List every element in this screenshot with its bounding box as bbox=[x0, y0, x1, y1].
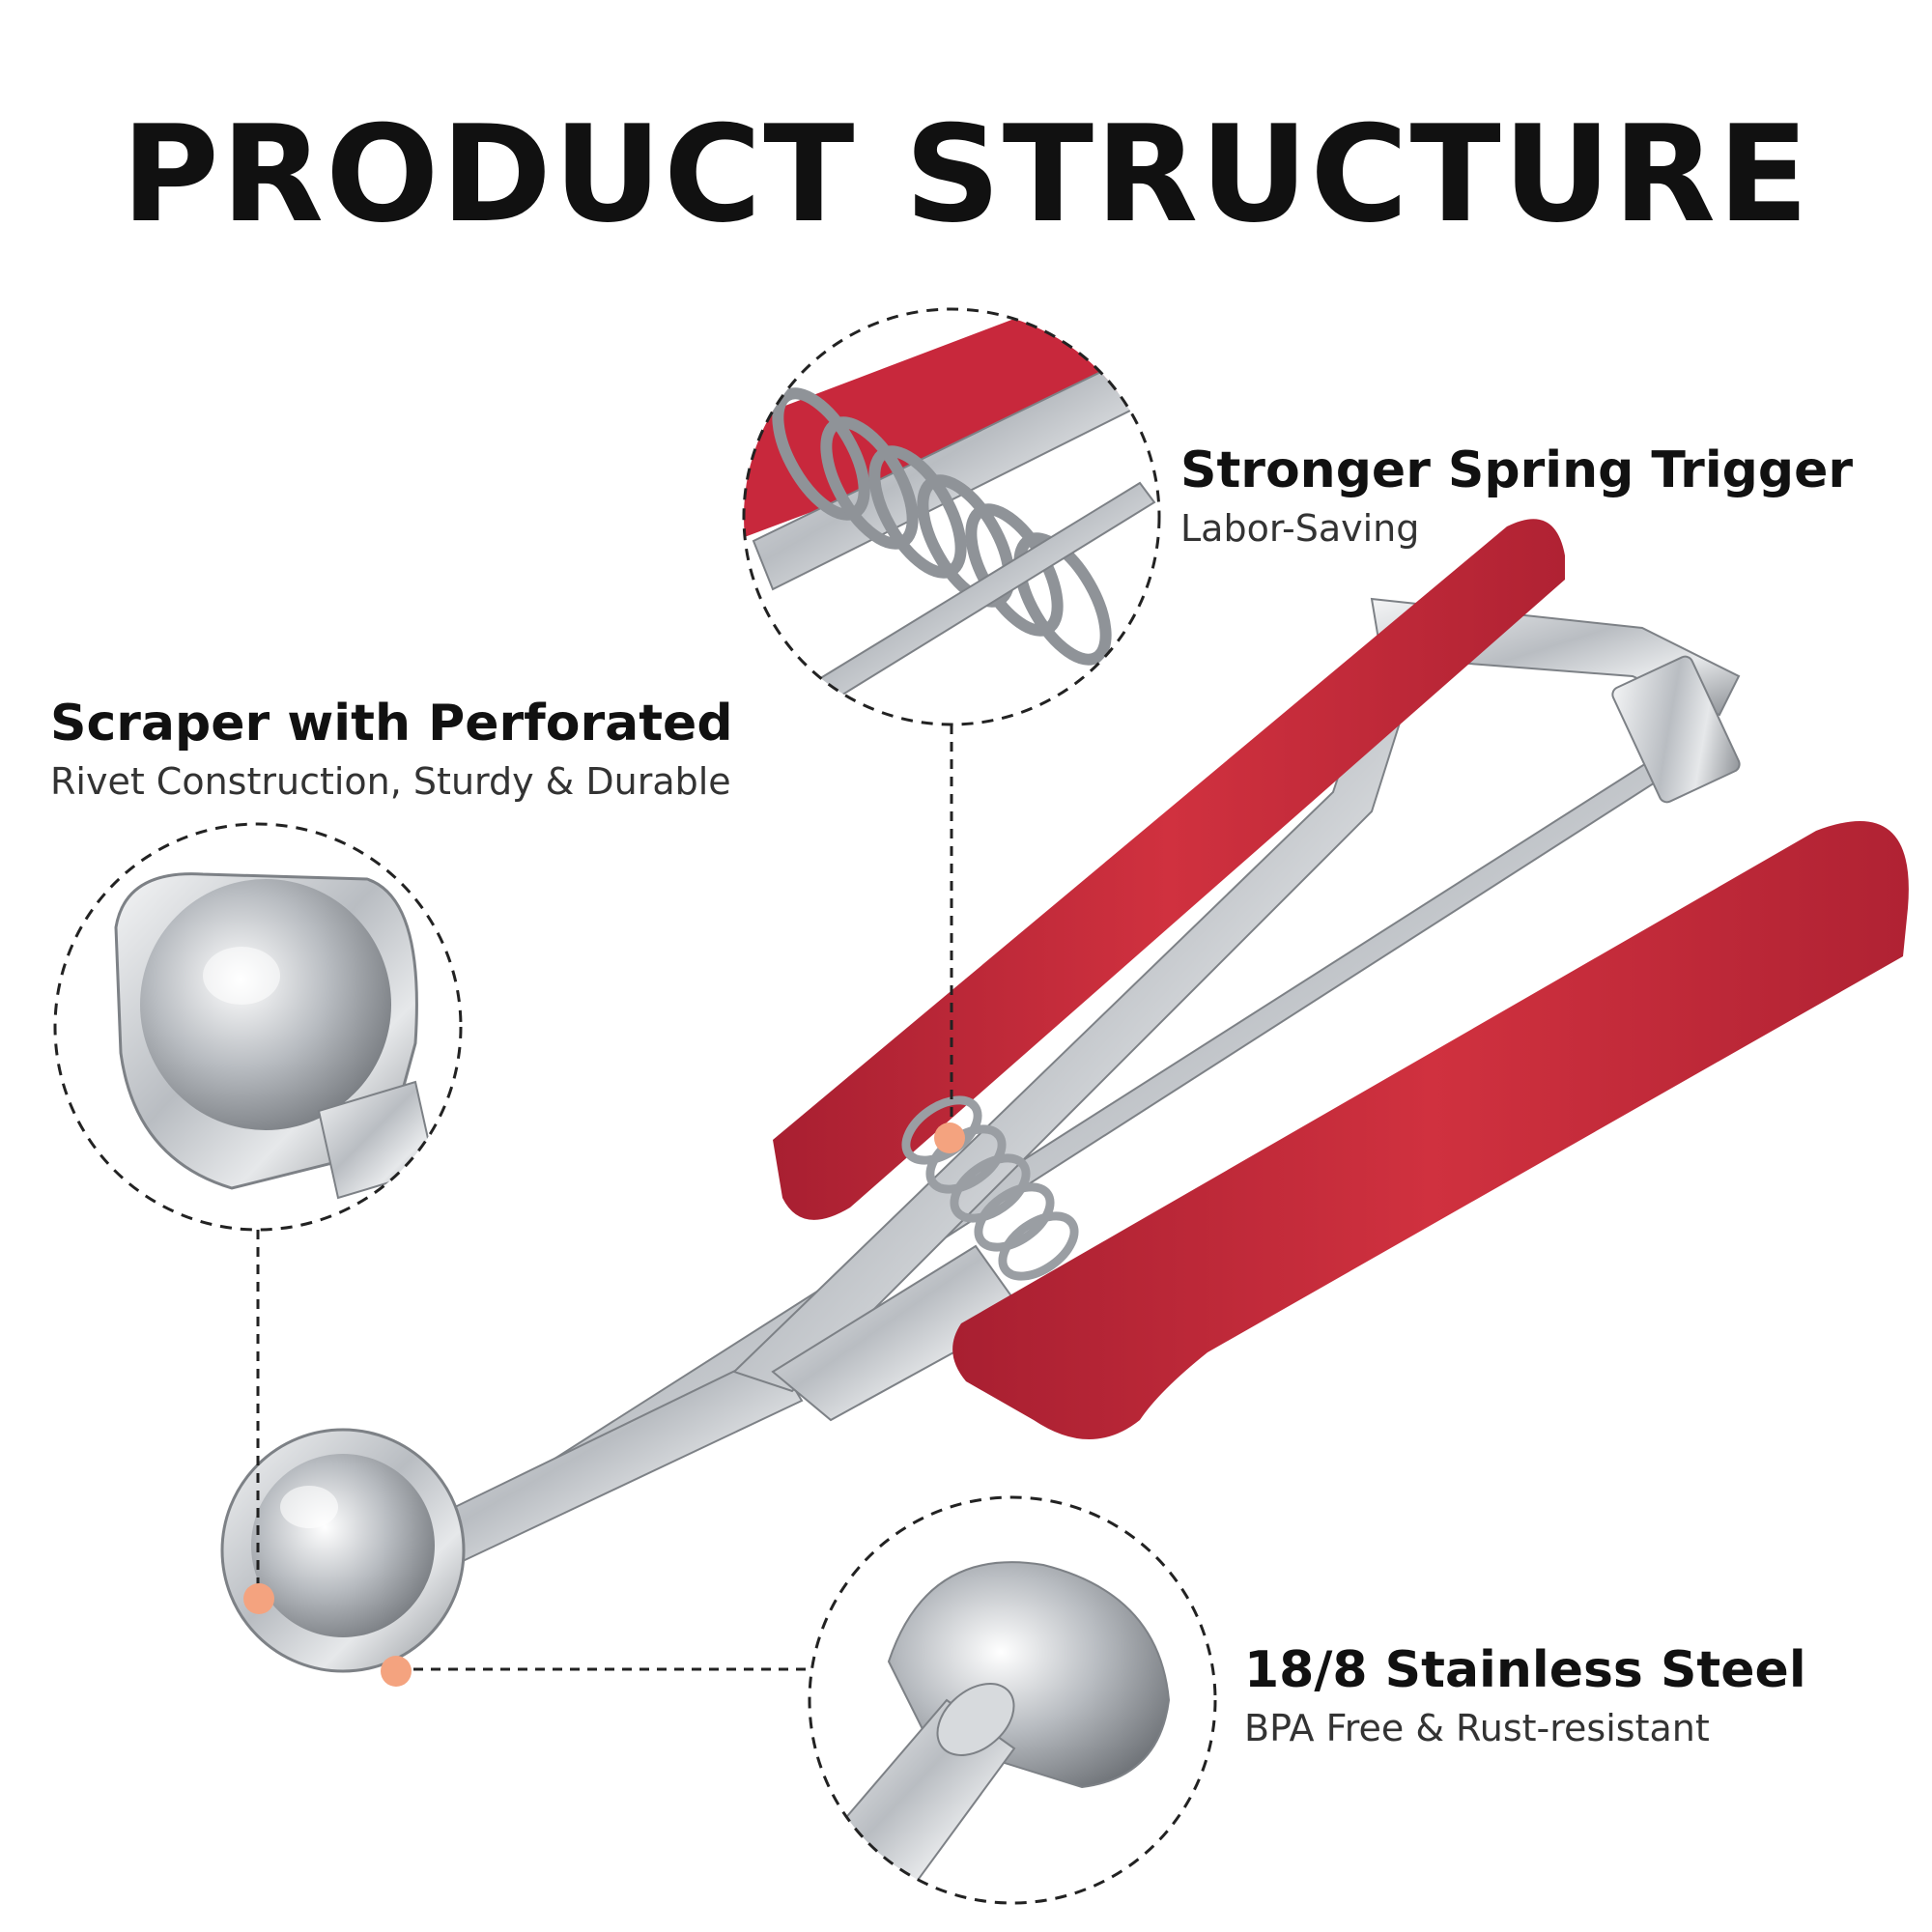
stainless-steel-subtext: BPA Free & Rust-resistant bbox=[1244, 1706, 1710, 1749]
scoop-body bbox=[220, 519, 1909, 1673]
stainless-steel-callout: 18/8 Stainless Steel BPA Free & Rust-res… bbox=[1244, 1641, 1806, 1749]
page-title: PRODUCT STRUCTURE bbox=[121, 97, 1811, 252]
scraper-subtext: Rivet Construction, Sturdy & Durable bbox=[50, 759, 731, 803]
stainless-steel-zoom-circle bbox=[808, 1495, 1217, 1905]
spring-trigger-callout: Stronger Spring Trigger Labor-Saving bbox=[1180, 441, 1854, 550]
scraper-marker-dot bbox=[243, 1583, 274, 1614]
steel-marker-dot bbox=[381, 1656, 412, 1687]
scraper-callout: Scraper with Perforated Rivet Constructi… bbox=[50, 695, 733, 803]
scraper-zoom-circle bbox=[53, 822, 463, 1232]
stainless-steel-heading: 18/8 Stainless Steel bbox=[1244, 1641, 1806, 1699]
spring-marker-dot bbox=[934, 1122, 965, 1153]
spring-trigger-subtext: Labor-Saving bbox=[1180, 506, 1420, 550]
scraper-heading: Scraper with Perforated bbox=[50, 695, 733, 753]
leader-lines bbox=[256, 724, 953, 1671]
spring-trigger-heading: Stronger Spring Trigger bbox=[1180, 441, 1854, 499]
spring-zoom-circle bbox=[742, 307, 1161, 726]
